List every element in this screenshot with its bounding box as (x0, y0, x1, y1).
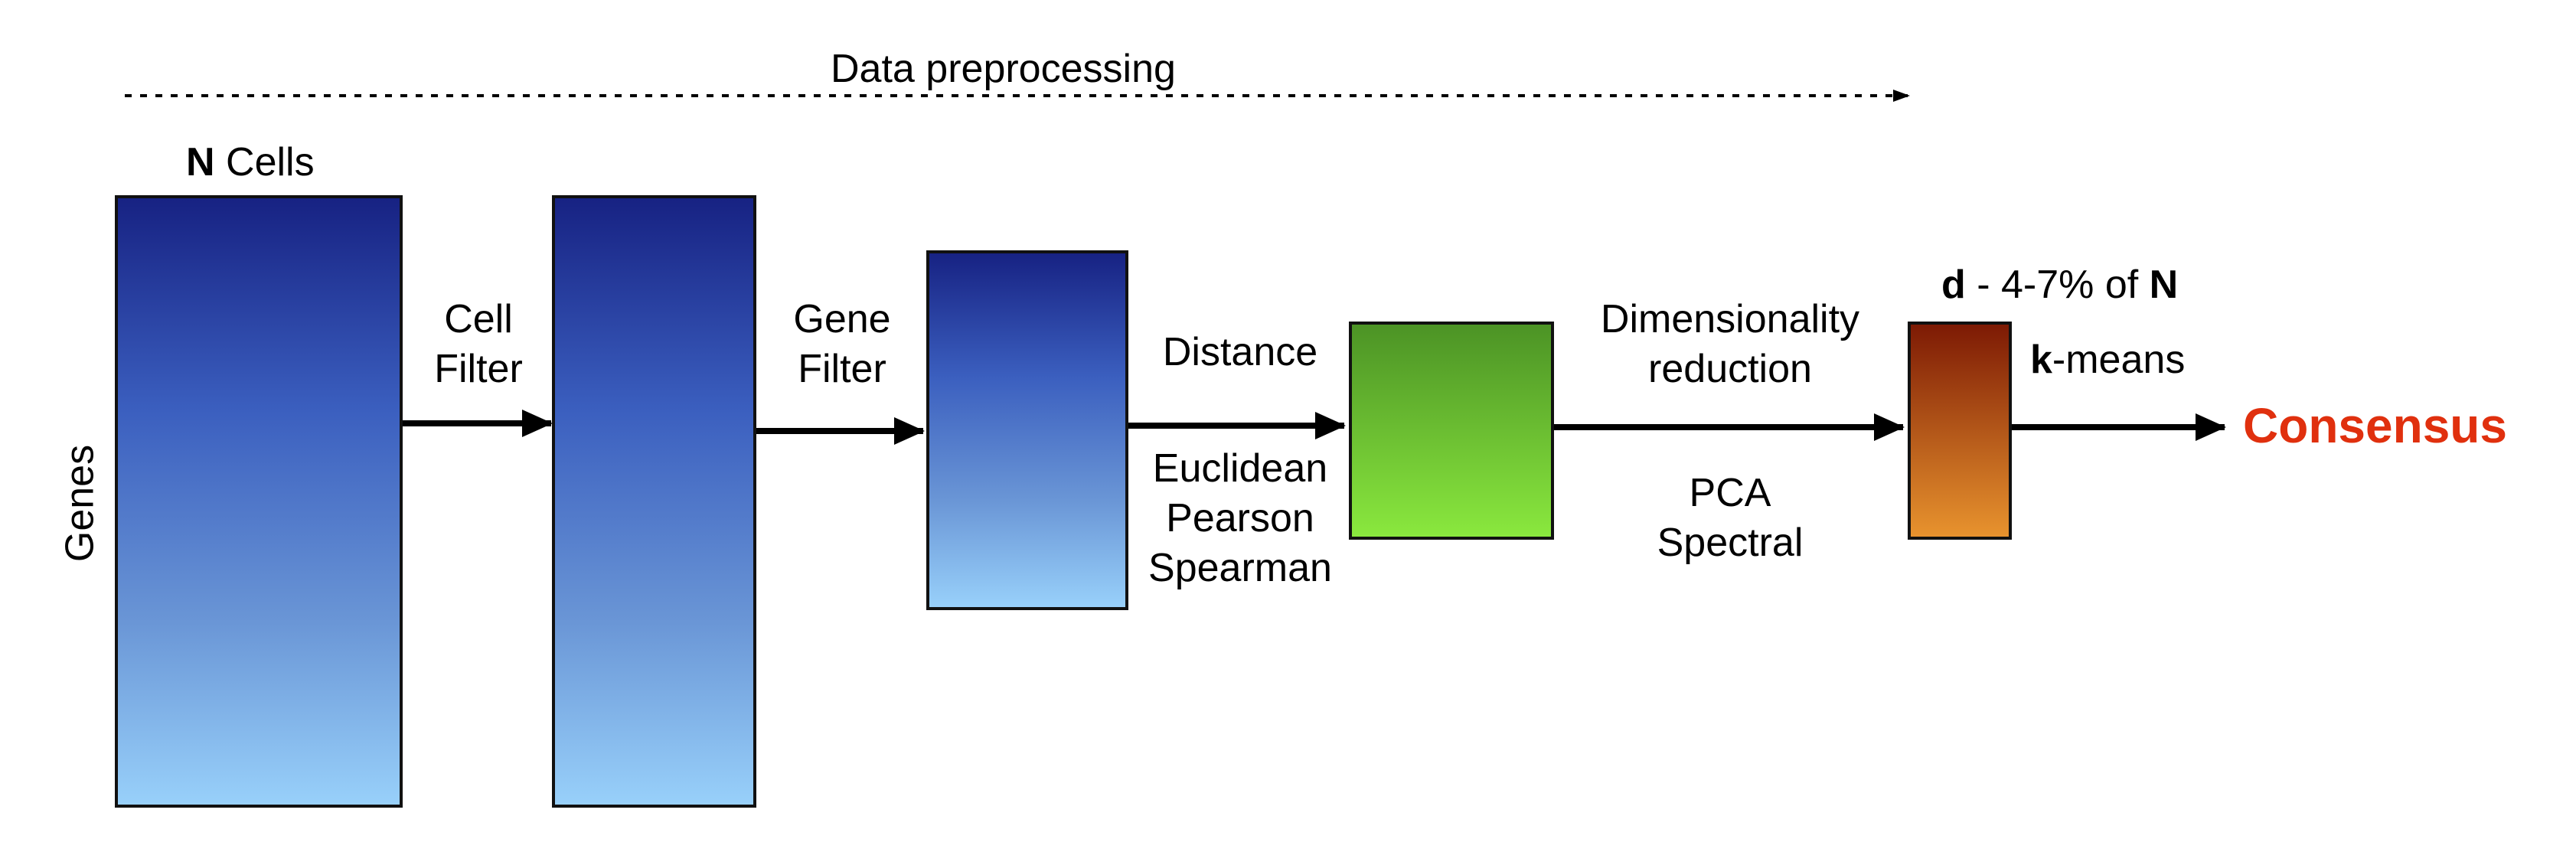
reduced-matrix (1908, 322, 2012, 540)
consensus-label: Consensus (2243, 398, 2507, 453)
kmeans-rest: -means (2052, 338, 2186, 382)
dim-reduction-line2: reduction (1648, 347, 1812, 391)
expression-matrix-gene-filtered (926, 250, 1128, 610)
dim-reduction-label: Dimensionality reduction (1566, 295, 1895, 394)
cell-filter-line1: Cell (444, 297, 513, 341)
kmeans-label: k-means (2030, 335, 2185, 385)
cell-filter-label: Cell Filter (417, 295, 540, 394)
cell-filter-line2: Filter (434, 347, 523, 391)
distance-title: Distance (1162, 330, 1318, 374)
d-label: d - 4-7% of N (1941, 260, 2178, 310)
preprocessing-label: Data preprocessing (831, 47, 1176, 91)
cells-n: N (186, 140, 215, 184)
cells-header: N Cells (186, 138, 315, 188)
distance-methods: Euclidean Pearson Spearman (1125, 444, 1355, 593)
dim-method-pca: PCA (1689, 471, 1771, 515)
distance-method-euclidean: Euclidean (1152, 446, 1328, 491)
distance-matrix (1349, 322, 1554, 540)
gene-filter-line1: Gene (793, 297, 891, 341)
dim-reduction-line1: Dimensionality (1600, 297, 1860, 341)
d-mid: - 4-7% of (1965, 263, 2150, 307)
distance-method-spearman: Spearman (1148, 546, 1332, 590)
dim-method-spectral: Spectral (1657, 521, 1804, 565)
gene-filter-label: Gene Filter (777, 295, 907, 394)
dim-reduction-methods: PCA Spectral (1608, 469, 1853, 568)
gene-filter-line2: Filter (798, 347, 886, 391)
expression-matrix-raw (115, 195, 403, 808)
expression-matrix-cell-filtered (552, 195, 756, 808)
distance-method-pearson: Pearson (1166, 496, 1314, 540)
cells-text: Cells (214, 140, 315, 184)
d-symbol: d (1941, 263, 1966, 307)
genes-label: Genes (57, 444, 103, 563)
kmeans-k: k (2030, 338, 2052, 382)
d-n: N (2149, 263, 2179, 307)
